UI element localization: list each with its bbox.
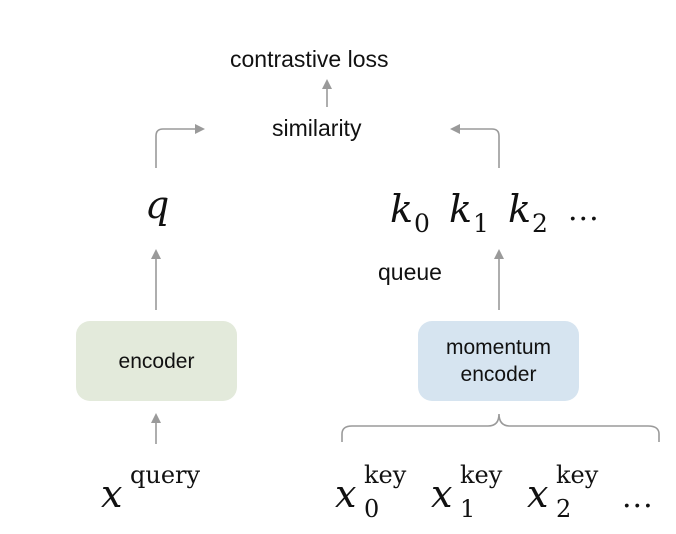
query-superscript: query (130, 461, 201, 489)
key1-subscript: 1 (460, 495, 476, 523)
k-letter: k (449, 187, 473, 231)
q-letter: q (145, 183, 170, 227)
k-letter: k (508, 187, 532, 231)
k-letter: k (390, 187, 414, 231)
key-bracket (341, 413, 660, 442)
encoder-label: encoder (118, 349, 195, 373)
x-key-2: x key 2 (527, 463, 598, 521)
key-k2: k2 (508, 187, 548, 236)
momentum-encoder-label-line1: momentum (445, 336, 552, 359)
k2-subscript: 2 (532, 209, 548, 238)
x-key-0: x key 0 (335, 463, 406, 521)
x-query-symbol: x query (101, 463, 200, 516)
q-symbol: q (145, 186, 169, 224)
x-letter: x (101, 472, 123, 516)
x-letter: x (431, 472, 453, 516)
key2-superscript: key (556, 461, 599, 489)
key2-subscript: 2 (556, 495, 572, 523)
x-key-1: x key 1 (431, 463, 502, 521)
key1-superscript: key (460, 461, 503, 489)
momentum-encoder-box: momentum encoder (418, 321, 579, 401)
x-letter: x (527, 472, 549, 516)
momentum-encoder-label-line2: encoder (460, 363, 537, 386)
k0-subscript: 0 (414, 209, 430, 238)
key0-subscript: 0 (364, 495, 380, 523)
queue-label: queue (378, 259, 442, 285)
arrow-keys-to-similarity (450, 124, 500, 168)
x-letter: x (335, 472, 357, 516)
contrastive-loss-label: contrastive loss (230, 46, 389, 72)
key-k0: k0 (390, 187, 430, 236)
key0-superscript: key (364, 461, 407, 489)
arrow-q-to-similarity (155, 124, 205, 168)
key-k1: k1 (449, 187, 489, 236)
similarity-label: similarity (272, 115, 362, 141)
encoder-box: encoder (76, 321, 237, 401)
keys-ellipsis: ... (568, 193, 600, 228)
k1-subscript: 1 (473, 209, 489, 238)
x-keys-ellipsis: ... (622, 480, 654, 515)
